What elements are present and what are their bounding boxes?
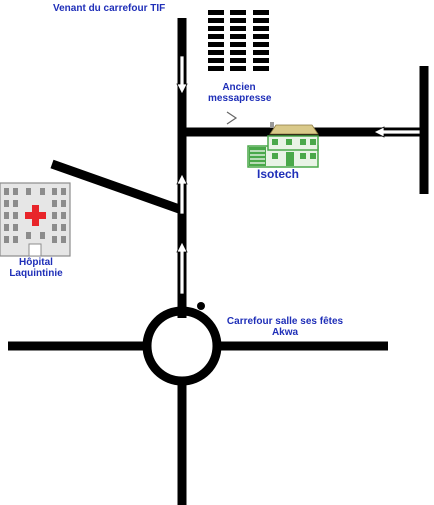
roundabout-label: Carrefour salle ses fêtes Akwa: [222, 316, 348, 338]
diagonal-road: [50, 159, 184, 215]
hospital-icon: [0, 182, 71, 257]
roundabout-label-line2: Akwa: [271, 327, 299, 338]
roundabout-entry-dot: [197, 302, 205, 310]
isotech-building-icon: [247, 122, 319, 168]
arrow-up-icon: [176, 241, 188, 295]
isotech-label: Isotech: [257, 167, 300, 181]
roundabout-label-line1: Carrefour salle ses fêtes: [226, 316, 344, 327]
arrow-down-icon: [176, 55, 188, 95]
messapresse-label-line1: Ancien: [222, 82, 256, 93]
messapresse-label: Ancien messapresse: [208, 82, 272, 104]
hospital-label-line2: Laquintinie: [9, 268, 63, 279]
arrow-left-icon: [373, 126, 421, 138]
direction-arrows: [176, 55, 421, 295]
arrow-up-icon: [176, 173, 188, 215]
arrow-right-icon: [226, 111, 238, 125]
hospital-label-line1: Hôpital: [19, 257, 53, 268]
roundabout: [142, 306, 222, 386]
messapresse-label-line2: messapresse: [208, 93, 272, 104]
from-tif-label: Venant du carrefour TIF: [53, 3, 166, 14]
hospital-label: Hôpital Laquintinie: [8, 257, 64, 279]
office-building-icon: [207, 8, 273, 76]
